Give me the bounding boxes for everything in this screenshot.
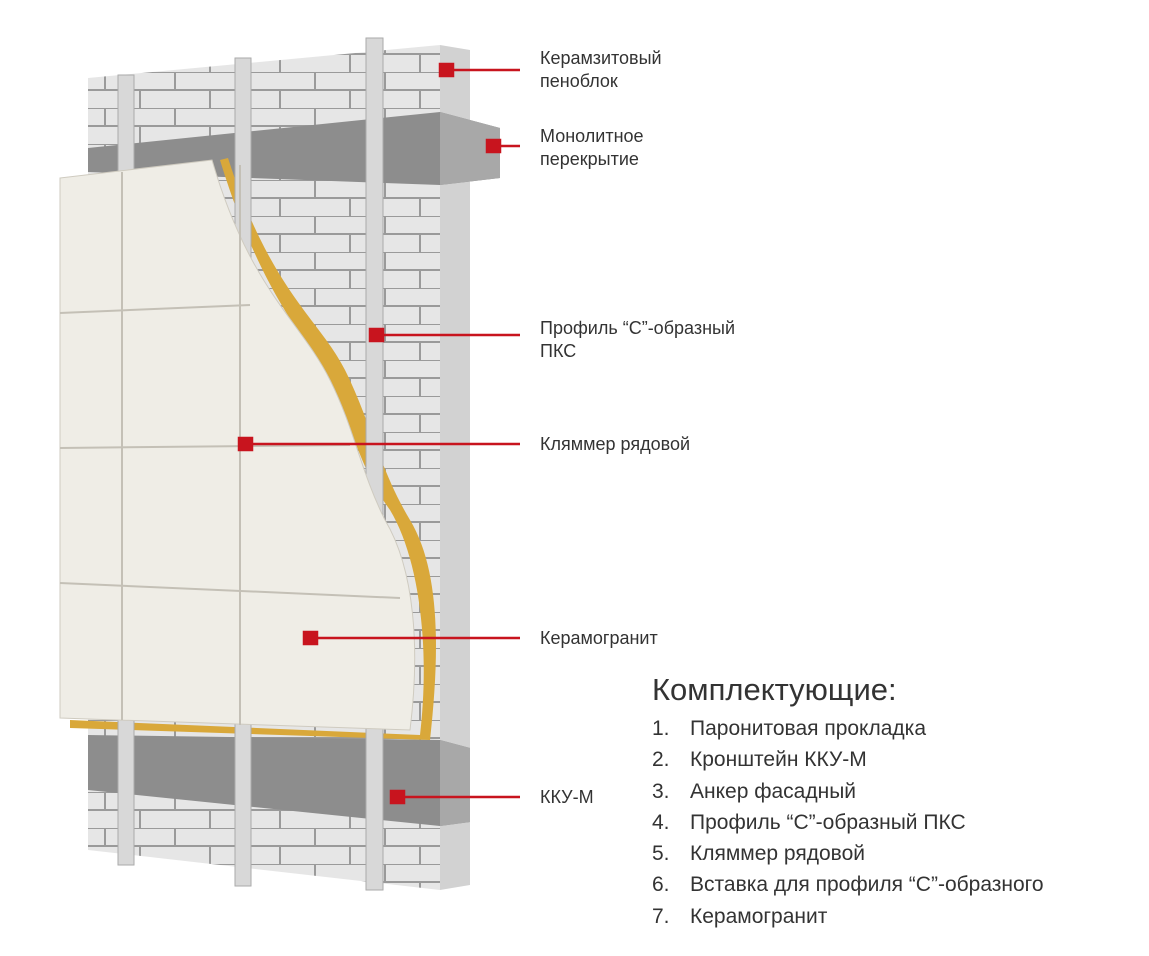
- label-line: ПКС: [540, 341, 577, 361]
- item-number: 1.: [652, 717, 670, 740]
- item-text: Паронитовая прокладка: [690, 717, 926, 740]
- item-text: Кляммер рядовой: [690, 842, 866, 866]
- item-number: 2.: [652, 748, 670, 772]
- item-number: 6.: [652, 873, 670, 897]
- components-list: 1. Паронитовая прокладка 2. Кронштейн ККУ-…: [652, 713, 1044, 932]
- label-block: Керамзитовый пеноблок: [540, 47, 662, 93]
- insulation: [70, 158, 436, 740]
- item-text: Анкер фасадный: [690, 779, 857, 803]
- list-item: 1. Паронитовая прокладка: [652, 713, 1044, 744]
- item-text: Вставка для профиля “С”-образного: [690, 873, 1044, 897]
- label-line: Монолитное: [540, 126, 644, 146]
- label-bracket: ККУ-М: [540, 787, 594, 807]
- item-text: Профиль “С”-образный ПКС: [690, 810, 966, 834]
- list-item: 3. Анкер фасадный: [652, 776, 1044, 807]
- label-slab: Монолитное перекрытие: [540, 125, 644, 171]
- label-line: Керамзитовый: [540, 48, 662, 68]
- label-line: пеноблок: [540, 71, 618, 91]
- label-tile: Керамогранит: [540, 628, 658, 648]
- list-item: 5. Кляммер рядовой: [652, 838, 1044, 869]
- item-number: 7.: [652, 904, 670, 928]
- label-clip: Кляммер рядовой: [540, 434, 691, 454]
- list-item: 7. Керамогранит: [652, 901, 1044, 932]
- item-number: 3.: [652, 779, 670, 803]
- label-line: перекрытие: [540, 149, 639, 169]
- components-title: Комплектующие:: [652, 672, 897, 707]
- leaders: [237, 62, 520, 805]
- list-item: 4. Профиль “С”-образный ПКС: [652, 807, 1044, 838]
- list-item: 6. Вставка для профиля “С”-образного: [652, 869, 1044, 900]
- item-text: Керамогранит: [690, 904, 828, 928]
- item-text: Кронштейн ККУ-М: [690, 748, 867, 772]
- list-item: 2. Кронштейн ККУ-М: [652, 744, 1044, 775]
- item-number: 5.: [652, 842, 670, 866]
- label-line: Профиль “С”-образный: [540, 318, 736, 338]
- item-number: 4.: [652, 810, 670, 834]
